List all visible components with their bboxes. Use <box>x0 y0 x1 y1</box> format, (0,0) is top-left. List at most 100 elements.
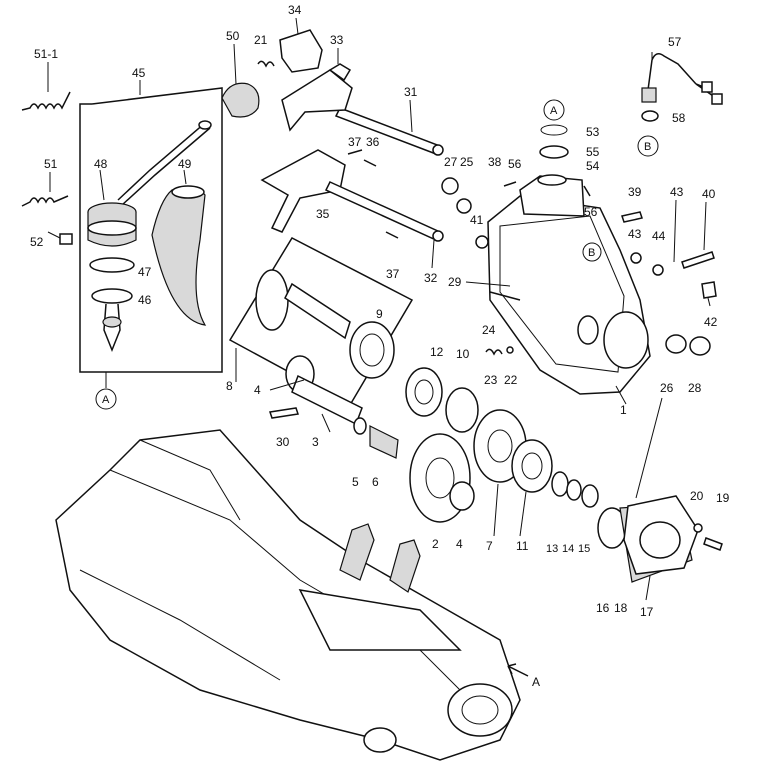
pin-37-upper <box>347 149 363 155</box>
callout-16: 16 <box>596 601 610 615</box>
callout-9: 9 <box>376 307 383 321</box>
callout-21: 21 <box>254 33 268 47</box>
spring-51-1 <box>21 91 71 111</box>
callout-38: 38 <box>488 155 502 169</box>
interlock-50 <box>221 82 260 118</box>
callout-48: 48 <box>94 157 108 171</box>
connector-a <box>701 81 713 93</box>
rail-32-end <box>432 230 444 242</box>
gear-7-hub <box>487 429 513 463</box>
callout-57: 57 <box>668 35 682 49</box>
nut-44 <box>652 264 664 276</box>
shift-lever-rod-edge <box>121 127 211 206</box>
callout-51: 51 <box>44 157 58 171</box>
bolt-40 <box>681 251 715 269</box>
callout-13: 13 <box>546 543 558 555</box>
bolt-42 <box>701 281 717 299</box>
leader-40 <box>703 201 707 251</box>
spring-21 <box>257 60 275 68</box>
fork-33-pad <box>328 63 352 82</box>
counter-gear-2-hub <box>425 457 455 499</box>
view-arrow <box>507 663 529 677</box>
housing-top-opening <box>537 174 567 186</box>
housing-rib-3 <box>79 569 281 681</box>
plate-46 <box>91 288 133 304</box>
washer-58 <box>641 110 659 122</box>
callout-45: 45 <box>132 66 146 80</box>
callout-49: 49 <box>178 157 192 171</box>
bearing-12-inner <box>414 379 434 405</box>
shift-lever-assembly-group <box>79 80 223 388</box>
shafts-gears-group <box>269 355 723 583</box>
washer-43-a <box>630 252 642 264</box>
shift-lever-rod <box>117 122 206 201</box>
callout-26: 26 <box>660 381 674 395</box>
connector-b <box>711 93 723 105</box>
leader-1 <box>615 385 627 405</box>
bearing-12 <box>405 367 443 417</box>
shift-forks-group <box>221 29 444 242</box>
shift-lever-tip <box>198 120 212 130</box>
bolt-39 <box>621 211 643 223</box>
callout-56-top: 56 <box>508 157 522 171</box>
callout-58: 58 <box>672 111 686 125</box>
leader-case-to-cover <box>635 397 663 499</box>
plug-27 <box>441 177 459 195</box>
callout-34: 34 <box>288 3 302 17</box>
plug-25 <box>456 198 472 214</box>
callout-14: 14 <box>562 543 574 555</box>
callout-53: 53 <box>586 125 600 139</box>
input-flange <box>255 269 289 331</box>
housing-rib-1 <box>109 469 471 701</box>
shifter-top-cover <box>298 589 462 651</box>
ball-22 <box>506 346 514 354</box>
callout-20: 20 <box>690 489 704 503</box>
bearing-11 <box>511 439 553 493</box>
nut-15 <box>581 484 599 508</box>
callout-37-upper: 37 <box>348 135 362 149</box>
callout-24: 24 <box>482 323 496 337</box>
callout-5: 5 <box>352 475 359 489</box>
marker-circle-a-top <box>543 99 565 121</box>
housing-rib-2 <box>139 439 241 521</box>
leader-32 <box>431 239 435 269</box>
seal-55 <box>539 145 569 159</box>
leader-34 <box>295 17 299 35</box>
callout-10: 10 <box>456 347 470 361</box>
callout-33: 33 <box>330 33 344 47</box>
shifter-stub-left <box>339 523 375 581</box>
harness-57-wire <box>647 53 697 91</box>
bracket-34 <box>279 29 323 73</box>
callout-29: 29 <box>448 275 462 289</box>
thrust-washer-4-b <box>449 481 475 511</box>
callout-3: 3 <box>312 435 319 449</box>
marker-a-top: A <box>550 105 558 117</box>
callout-4-right: 4 <box>456 537 463 551</box>
callout-36: 36 <box>366 135 380 149</box>
pin-37-lower <box>385 231 399 239</box>
spring-51 <box>21 195 69 207</box>
callout-46: 46 <box>138 293 152 307</box>
callout-23: 23 <box>484 373 498 387</box>
ring-5 <box>353 417 367 435</box>
callout-31: 31 <box>404 85 418 99</box>
case-1-inner-edge <box>499 215 625 373</box>
callout-8: 8 <box>226 379 233 393</box>
callout-37-lower: 37 <box>386 267 400 281</box>
seal-9-inner <box>359 333 385 367</box>
leader-4-left <box>269 379 305 391</box>
callout-19: 19 <box>716 491 730 505</box>
callout-6: 6 <box>372 475 379 489</box>
harness-group <box>641 53 723 122</box>
transmission-housing <box>55 429 521 761</box>
callout-27: 27 <box>444 155 458 169</box>
rail-31-end <box>432 144 444 156</box>
needle-bearing-6 <box>369 425 399 459</box>
case-small-bore <box>577 315 599 345</box>
leader-29 <box>465 281 511 287</box>
transmission-case-group <box>441 124 717 395</box>
output-flange-inner <box>461 695 499 725</box>
boot-48-ring <box>87 220 137 236</box>
